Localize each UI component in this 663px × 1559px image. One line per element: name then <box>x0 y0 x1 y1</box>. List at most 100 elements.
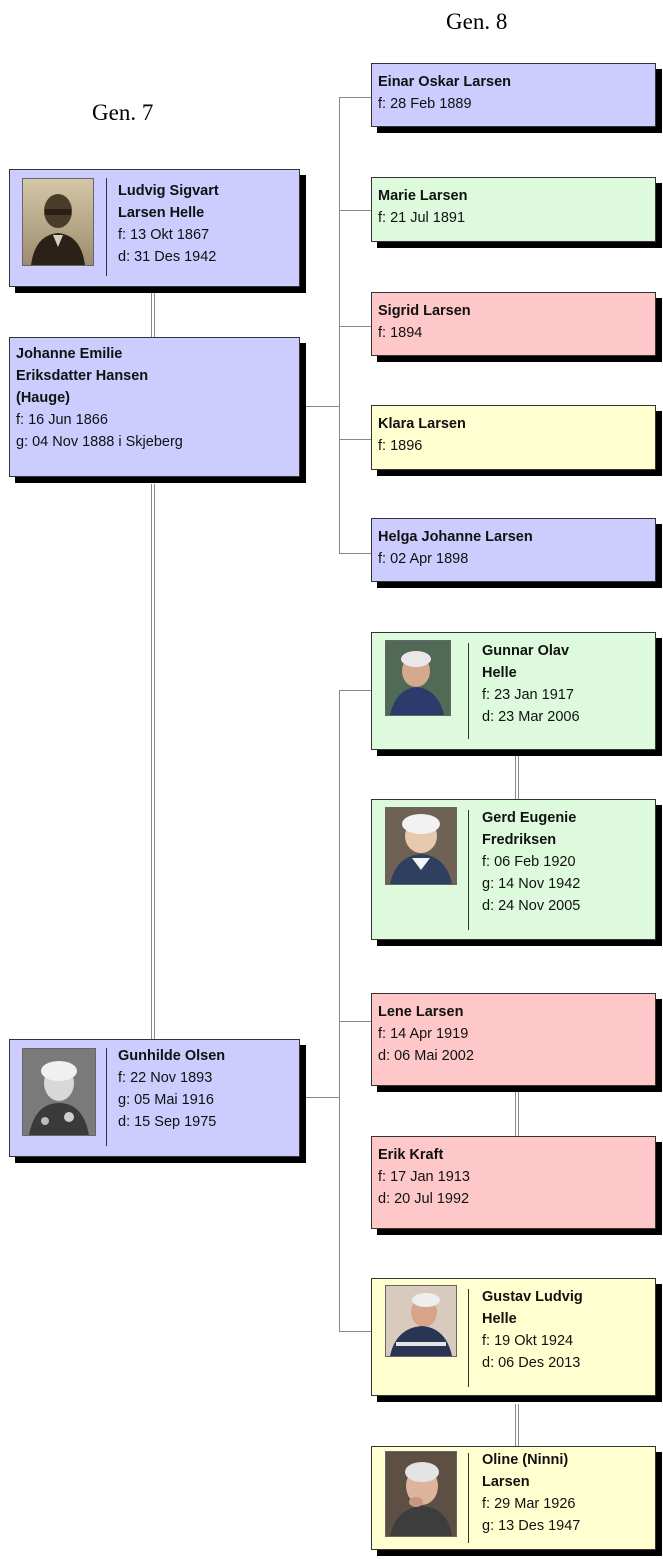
marriage-date: g: 14 Nov 1942 <box>482 876 581 892</box>
marriage-date: g: 04 Nov 1888 i Skjeberg <box>16 434 183 450</box>
death-date: d: 15 Sep 1975 <box>118 1114 217 1130</box>
family1-stem <box>300 406 340 407</box>
person-details: Helga Johanne Larsen f: 02 Apr 1898 <box>378 526 533 570</box>
person-name: Klara Larsen <box>378 416 466 432</box>
death-date: d: 06 Mai 2002 <box>378 1048 474 1064</box>
spouse-line-lene-erik <box>515 1088 519 1137</box>
person-name-line2: Larsen <box>482 1474 530 1490</box>
separator <box>468 643 469 739</box>
person-details: Erik Kraft f: 17 Jan 1913 d: 20 Jul 1992 <box>378 1144 470 1210</box>
person-details: Marie Larsen f: 21 Jul 1891 <box>378 185 467 229</box>
portrait-icon <box>386 808 456 884</box>
separator <box>468 1289 469 1387</box>
death-date: d: 06 Des 2013 <box>482 1355 581 1371</box>
birth-date: f: 13 Okt 1867 <box>118 227 210 243</box>
person-name: Lene Larsen <box>378 1004 464 1020</box>
person-name-line2: Helle <box>482 1311 517 1327</box>
marriage-date: g: 05 Mai 1916 <box>118 1092 214 1108</box>
person-card-gunnar[interactable]: Gunnar Olav Helle f: 23 Jan 1917 d: 23 M… <box>371 632 656 750</box>
person-name-line1: Gunnar Olav <box>482 643 570 659</box>
person-name: Helga Johanne Larsen <box>378 529 533 545</box>
person-details: Gunnar Olav Helle f: 23 Jan 1917 d: 23 M… <box>482 640 580 728</box>
portrait-photo <box>22 178 94 266</box>
portrait-icon <box>31 194 85 265</box>
person-card-johanne[interactable]: Johanne Emilie Eriksdatter Hansen (Hauge… <box>9 337 300 477</box>
branch-klara <box>339 439 371 440</box>
death-date: d: 24 Nov 2005 <box>482 898 581 914</box>
person-name: Einar Oskar Larsen <box>378 74 511 90</box>
marriage-date: g: 13 Des 1947 <box>482 1518 581 1534</box>
person-name: Erik Kraft <box>378 1147 444 1163</box>
person-card-ludvig[interactable]: Ludvig Sigvart Larsen Helle f: 13 Okt 18… <box>9 169 300 287</box>
spouse-line-johanne-gunhilde <box>151 484 155 1039</box>
birth-date: f: 17 Jan 1913 <box>378 1169 470 1185</box>
portrait-icon <box>23 1049 95 1135</box>
person-details: Gunhilde Olsen f: 22 Nov 1893 g: 05 Mai … <box>118 1045 225 1133</box>
branch-gustav <box>339 1331 371 1332</box>
portrait-icon <box>386 1286 456 1356</box>
family2-bracket <box>339 690 340 1331</box>
portrait-photo <box>385 807 457 885</box>
death-date: d: 20 Jul 1992 <box>378 1191 470 1207</box>
person-name-line2: Larsen Helle <box>118 205 205 221</box>
branch-gunnar <box>339 690 371 691</box>
portrait-icon <box>386 641 450 715</box>
person-name-line1: Ludvig Sigvart <box>118 183 219 199</box>
person-card-gerd[interactable]: Gerd Eugenie Fredriksen f: 06 Feb 1920 g… <box>371 799 656 940</box>
person-card-gustav[interactable]: Gustav Ludvig Helle f: 19 Okt 1924 d: 06… <box>371 1278 656 1396</box>
person-card-lene[interactable]: Lene Larsen f: 14 Apr 1919 d: 06 Mai 200… <box>371 993 656 1086</box>
branch-marie <box>339 210 371 211</box>
spouse-line-ludvig-johanne <box>151 293 155 337</box>
death-date: d: 23 Mar 2006 <box>482 709 580 725</box>
separator <box>468 1453 469 1543</box>
birth-date: f: 14 Apr 1919 <box>378 1026 469 1042</box>
separator <box>106 1048 107 1146</box>
person-details: Oline (Ninni) Larsen f: 29 Mar 1926 g: 1… <box>482 1449 580 1537</box>
person-name: Marie Larsen <box>378 188 468 204</box>
gen7-header: Gen. 7 <box>92 100 154 125</box>
gen8-header: Gen. 8 <box>446 9 508 34</box>
birth-date: f: 29 Mar 1926 <box>482 1496 576 1512</box>
birth-date: f: 16 Jun 1866 <box>16 412 108 428</box>
person-name-line3: (Hauge) <box>16 390 70 406</box>
birth-date: f: 21 Jul 1891 <box>378 210 466 226</box>
person-card-gunhilde[interactable]: Gunhilde Olsen f: 22 Nov 1893 g: 05 Mai … <box>9 1039 300 1157</box>
person-card-marie[interactable]: Marie Larsen f: 21 Jul 1891 <box>371 177 656 242</box>
birth-date: f: 22 Nov 1893 <box>118 1070 213 1086</box>
death-date: d: 31 Des 1942 <box>118 249 217 265</box>
person-card-erik[interactable]: Erik Kraft f: 17 Jan 1913 d: 20 Jul 1992 <box>371 1136 656 1229</box>
birth-date: f: 06 Feb 1920 <box>482 854 576 870</box>
birth-date: f: 1896 <box>378 438 423 454</box>
birth-date: f: 1894 <box>378 325 423 341</box>
family2-stem <box>300 1097 340 1098</box>
person-name-line2: Eriksdatter Hansen <box>16 368 149 384</box>
separator <box>468 810 469 930</box>
person-details: Einar Oskar Larsen f: 28 Feb 1889 <box>378 71 511 115</box>
person-card-klara[interactable]: Klara Larsen f: 1896 <box>371 405 656 470</box>
spouse-line-gunnar-gerd <box>515 750 519 800</box>
portrait-icon <box>386 1452 456 1536</box>
person-name-line1: Gerd Eugenie <box>482 810 577 826</box>
branch-lene <box>339 1021 371 1022</box>
portrait-photo <box>385 1451 457 1537</box>
portrait-photo <box>22 1048 96 1136</box>
person-card-oline[interactable]: Oline (Ninni) Larsen f: 29 Mar 1926 g: 1… <box>371 1446 656 1550</box>
person-name-line2: Helle <box>482 665 517 681</box>
branch-einar <box>339 97 371 98</box>
person-name-line1: Gustav Ludvig <box>482 1289 583 1305</box>
portrait-photo <box>385 1285 457 1357</box>
person-name-line1: Johanne Emilie <box>16 346 123 362</box>
separator <box>106 178 107 276</box>
person-details: Johanne Emilie Eriksdatter Hansen (Hauge… <box>16 343 183 453</box>
person-name-line2: Fredriksen <box>482 832 557 848</box>
person-details: Sigrid Larsen f: 1894 <box>378 300 471 344</box>
person-card-sigrid[interactable]: Sigrid Larsen f: 1894 <box>371 292 656 356</box>
spouse-line-gustav-oline <box>515 1404 519 1446</box>
person-card-helga[interactable]: Helga Johanne Larsen f: 02 Apr 1898 <box>371 518 656 582</box>
person-name: Sigrid Larsen <box>378 303 471 319</box>
person-card-einar[interactable]: Einar Oskar Larsen f: 28 Feb 1889 <box>371 63 656 127</box>
branch-sigrid <box>339 326 371 327</box>
branch-helga <box>339 553 371 554</box>
person-details: Gustav Ludvig Helle f: 19 Okt 1924 d: 06… <box>482 1286 583 1374</box>
person-details: Gerd Eugenie Fredriksen f: 06 Feb 1920 g… <box>482 807 580 917</box>
